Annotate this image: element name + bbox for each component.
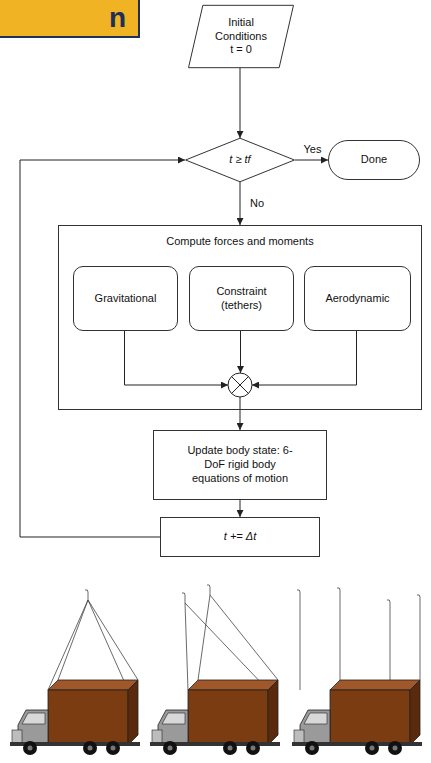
edge-label: No [248,197,266,210]
node-text: Compute forces and moments [166,235,313,249]
process-group: Compute forces and momentsGravitational C… [58,225,422,410]
process-box: t += Δt [160,517,320,557]
process-box: Aerodynamic [304,266,411,331]
process-box: Constraint (tethers) [189,266,294,331]
flow-arrow [240,500,241,517]
node-text: Update body state: 6-DoF rigid body equa… [184,444,296,485]
terminal-box: Done [328,140,420,180]
flow-arrow [240,410,241,430]
node-text: Gravitational [95,292,157,306]
node-text: Done [361,153,387,167]
node-text: Constraint (tethers) [208,285,275,313]
node-text: t += Δt [224,530,256,544]
edge-label: Yes [302,143,324,156]
flow-arrow [240,68,241,138]
decision-diamond: t ≥ tf [185,138,295,182]
node-text: Initial Conditions t = 0 [214,16,268,57]
flow-arrow [295,160,328,161]
process-box: Gravitational [73,266,178,331]
input-parallelogram: Initial Conditions t = 0 [188,5,294,68]
title-fragment: n [109,2,126,34]
process-box: Update body state: 6-DoF rigid body equa… [153,430,327,500]
node-text: t ≥ tf [229,153,250,167]
node-text: Aerodynamic [325,292,389,306]
flow-arrow [240,182,241,225]
